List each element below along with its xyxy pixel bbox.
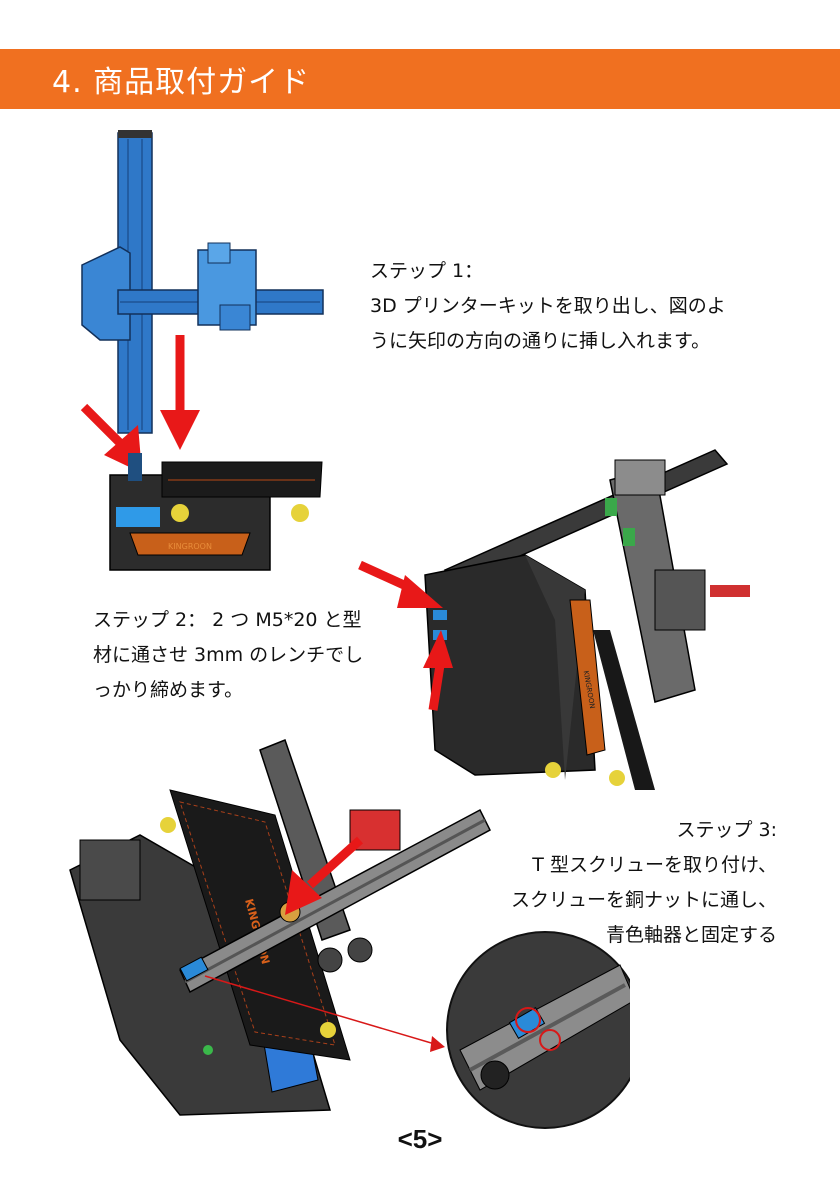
t-screw-coupler-illustration: KINGROON (69, 739, 630, 1129)
printer-base-screw-illustration: KINGROON (358, 449, 750, 790)
section-header: 4. 商品取付ガイド (0, 49, 840, 109)
printer-frame-insert-illustration: KINGROON (80, 130, 324, 571)
step-3-title: ステップ 3: (676, 819, 777, 841)
step-3-text: ステップ 3: T 型スクリューを取り付け、 スクリューを銅ナットに通し、 青色… (511, 813, 777, 953)
page-number: <5> (397, 1124, 443, 1154)
step-2-text: ステップ 2： 2 つ M5*20 と型 材に通させ 3mm のレンチでし っか… (93, 603, 363, 708)
fig1-brand: KINGROON (168, 542, 212, 551)
step-1-text: ステップ 1： 3D プリンターキットを取り出し、図のよ うに矢印の方向の通りに… (370, 254, 726, 359)
step-1-title: ステップ 1： (370, 260, 484, 282)
step-2-line-1: 材に通させ 3mm のレンチでし (93, 644, 364, 666)
step-1-line-1: 3D プリンターキットを取り出し、図のよ (370, 295, 726, 317)
step-2-title: ステップ 2： 2 つ M5*20 と型 (93, 609, 362, 631)
step-1-line-2: うに矢印の方向の通りに挿し入れます。 (370, 330, 711, 352)
step-2-line-2: っかり締めます。 (93, 679, 244, 701)
step-3-line-2: スクリューを銅ナットに通し、 (510, 889, 777, 911)
section-title: 4. 商品取付ガイド (52, 65, 311, 100)
step-3-line-3: 青色軸器と固定する (605, 924, 777, 946)
step-3-line-1: T 型スクリューを取り付け、 (532, 854, 777, 876)
